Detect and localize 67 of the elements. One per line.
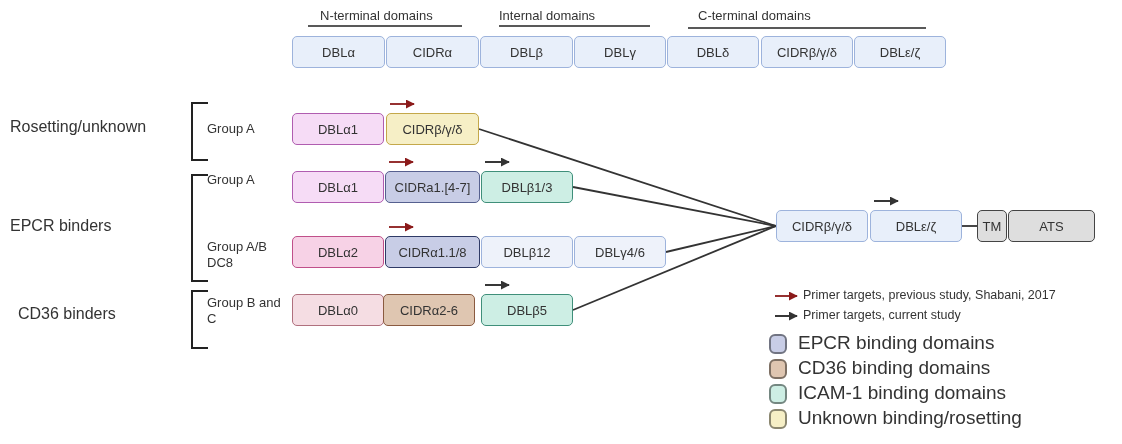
connector-line [665,225,777,253]
domain-box [292,236,384,268]
domain-label: DBLγ4/6 [595,244,645,260]
domain-label: DBLε/ζ [895,218,937,234]
category-label: Rosetting/unknown [10,117,147,137]
domain-box [292,113,384,145]
group-label: Group B and C [207,295,282,328]
domain-box [574,36,666,68]
domain-box [481,171,573,203]
group-label: Group A/B DC8 [207,239,268,272]
connector-line [572,225,777,311]
domain-label: TM [982,218,1002,234]
section-heading: Internal domains [499,8,596,25]
domain-box [776,210,868,242]
domain-box [385,171,480,203]
domain-box [383,294,475,326]
domain-label: DBLβ5 [507,302,547,318]
category-label: CD36 binders [18,304,116,324]
domain-label: CIDRα2-6 [399,302,459,318]
domain-label: DBLα1 [317,179,358,195]
section-heading: N-terminal domains [320,8,433,25]
group-label: Group A [207,172,255,189]
domain-box [292,294,384,326]
domain-label: CIDRβ/γ/δ [791,218,853,234]
domain-box [977,210,1007,242]
domain-label: DBLε/ζ [879,44,921,60]
domain-box [870,210,962,242]
domain-label: DBLα2 [317,244,358,260]
domain-box [481,294,573,326]
domain-label: DBLα [322,44,355,60]
legend-label: EPCR binding domains [798,332,995,354]
domain-label: DBLα0 [317,302,358,318]
domain-box [1008,210,1095,242]
group-label: Group A [207,121,255,138]
section-heading: C-terminal domains [698,8,811,25]
legend-label: Primer targets, previous study, Shabani, 2017 [803,288,1056,302]
domain-box [386,36,479,68]
domain-label: CIDRβ/γ/δ [402,121,463,137]
domain-box [292,36,385,68]
domain-box [667,36,759,68]
domain-box [854,36,946,68]
domain-label: CIDRα [412,44,453,60]
legend-label: CD36 binding domains [798,357,991,379]
connector-line [572,186,777,227]
domain-box [574,236,666,268]
domain-box [385,236,480,268]
domain-label: DBLβ1/3 [501,179,553,195]
domain-label: CIDRβ/γ/δ [776,44,838,60]
domain-box [761,36,853,68]
connector-line [478,128,777,227]
domain-label: DBLα1 [317,121,358,137]
category-label: EPCR binders [10,216,112,236]
domain-label: DBLδ [696,44,730,60]
domain-label: CIDRa1.[4-7] [394,179,471,195]
domain-box [480,36,573,68]
domain-box [481,236,573,268]
legend-label: ICAM-1 binding domains [798,382,1007,404]
legend-label: Primer targets, current study [803,308,961,322]
domain-label: ATS [1039,218,1064,234]
connector-line [961,225,978,227]
domain-label: DBLβ [510,44,543,60]
legend-label: Unknown binding/rosetting [798,407,1022,429]
domain-label: DBLβ12 [503,244,551,260]
domain-label: DBLγ [604,44,636,60]
domain-box [292,171,384,203]
domain-box [386,113,479,145]
domain-label: CIDRα1.1/8 [398,244,467,260]
